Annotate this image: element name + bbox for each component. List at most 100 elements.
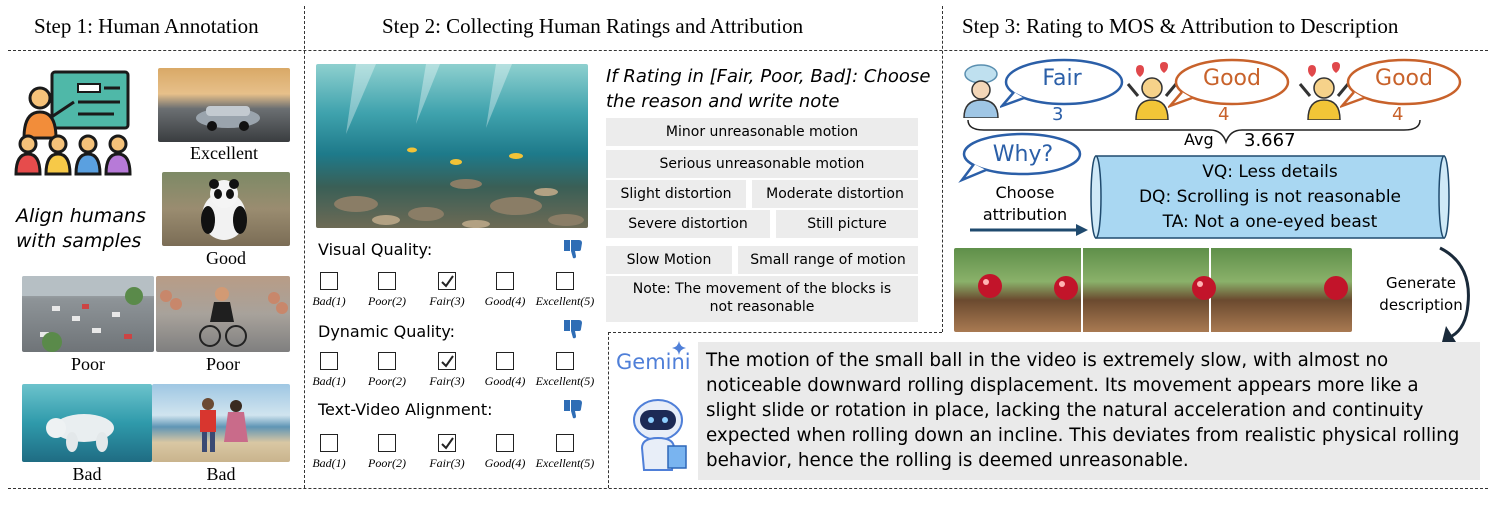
generate-line1: Generate bbox=[1385, 274, 1457, 292]
rating-option-label: Bad(1) bbox=[312, 456, 346, 470]
sample-image-cyclist bbox=[156, 276, 290, 352]
happy-person-icon bbox=[1296, 62, 1352, 124]
divider-step2-bottom bbox=[608, 332, 942, 333]
instruction-line2: the reason and write note bbox=[606, 91, 840, 112]
video-frame-underwater bbox=[316, 64, 588, 228]
sample-image-panda bbox=[162, 172, 290, 246]
thumbs-down-icon bbox=[562, 238, 584, 264]
sample-image-car bbox=[158, 68, 290, 142]
rating-option-label: Fair(3) bbox=[429, 456, 465, 470]
bottom-divider bbox=[8, 488, 1488, 489]
reason-serious-unreasonable-motion[interactable]: Serious unreasonable motion bbox=[606, 150, 918, 178]
note-line1: Note: The movement of the blocks is bbox=[632, 281, 892, 297]
top-divider bbox=[8, 50, 1488, 51]
sample-image-traffic bbox=[22, 276, 154, 352]
speech-bubble-fair bbox=[997, 56, 1126, 116]
curved-arrow-icon bbox=[1428, 244, 1476, 352]
rating-option-label: Good(4) bbox=[484, 374, 526, 388]
sparkle-icon bbox=[672, 340, 686, 359]
reason-minor-unreasonable-motion[interactable]: Minor unreasonable motion bbox=[606, 118, 918, 146]
rating-checkbox[interactable] bbox=[378, 272, 396, 290]
rating-checkbox[interactable] bbox=[556, 352, 574, 370]
choose-line1: Choose bbox=[995, 183, 1055, 202]
reason-moderate-distortion[interactable]: Moderate distortion bbox=[752, 180, 918, 208]
robot-icon bbox=[624, 390, 694, 480]
happy-person-icon bbox=[1124, 62, 1180, 124]
rating-checkbox[interactable] bbox=[496, 434, 514, 452]
reason-severe-distortion[interactable]: Severe distortion bbox=[606, 210, 770, 238]
rating-option-label: Poor(2) bbox=[368, 294, 406, 308]
avg-value: 3.667 bbox=[1244, 130, 1296, 151]
thumbs-down-icon bbox=[562, 398, 584, 424]
rating-option-label: Good(4) bbox=[484, 294, 526, 308]
rating-checkbox[interactable] bbox=[320, 272, 338, 290]
sample-image-polar-bear bbox=[22, 384, 152, 462]
generate-line2: description bbox=[1379, 296, 1463, 314]
thinking-person-icon bbox=[954, 62, 1008, 122]
reason-slight-distortion[interactable]: Slight distortion bbox=[606, 180, 746, 208]
rating-checkbox[interactable] bbox=[320, 352, 338, 370]
reason-slow-motion[interactable]: Slow Motion bbox=[606, 246, 732, 274]
rating-option-label: Excellent(5) bbox=[535, 456, 595, 470]
align-text-line2: with samples bbox=[16, 230, 142, 252]
caption-good: Good bbox=[206, 248, 246, 268]
rating-checkbox[interactable] bbox=[496, 272, 514, 290]
rating-checkbox-checked[interactable] bbox=[438, 434, 456, 452]
note-line2: not reasonable bbox=[709, 299, 815, 315]
reason-small-range-of-motion[interactable]: Small range of motion bbox=[738, 246, 918, 274]
rating-label-good-2: Good bbox=[1375, 66, 1433, 91]
rating-checkbox[interactable] bbox=[556, 434, 574, 452]
attribution-list: VQ: Less details DQ: Scrolling is not re… bbox=[1100, 160, 1440, 235]
score-2: 4 bbox=[1218, 104, 1230, 125]
rating-checkbox[interactable] bbox=[496, 352, 514, 370]
rating-checkbox[interactable] bbox=[320, 434, 338, 452]
step1-title: Step 1: Human Annotation bbox=[34, 14, 259, 38]
note-box[interactable]: Note: The movement of the blocks is not … bbox=[606, 276, 918, 322]
caption-excellent: Excellent bbox=[190, 143, 258, 163]
rating-checkbox-checked[interactable] bbox=[438, 352, 456, 370]
caption-bad-2: Bad bbox=[206, 464, 236, 484]
divider-step2-step3 bbox=[942, 6, 943, 332]
align-text: Align humans with samples bbox=[16, 204, 146, 254]
align-text-line1: Align humans bbox=[16, 205, 146, 227]
rating-option-label: Bad(1) bbox=[312, 294, 346, 308]
attribution-scroll bbox=[1090, 150, 1450, 248]
video-frames-ball bbox=[954, 248, 1352, 332]
rating-checkbox[interactable] bbox=[378, 352, 396, 370]
rating-checkbox[interactable] bbox=[378, 434, 396, 452]
rating-checkbox[interactable] bbox=[556, 272, 574, 290]
rating-label-fair: Fair bbox=[1042, 66, 1082, 91]
rating-option-label: Excellent(5) bbox=[535, 294, 595, 308]
dimension-label-text-video-alignment: Text-Video Alignment: bbox=[318, 400, 493, 419]
instruction-line1: If Rating in [Fair, Poor, Bad]: Choose bbox=[606, 66, 931, 87]
gemini-logo: Gemini bbox=[616, 350, 691, 374]
sample-image-beach-couple bbox=[152, 384, 290, 462]
rating-option-label: Fair(3) bbox=[429, 374, 465, 388]
caption-poor-1: Poor bbox=[70, 354, 105, 374]
attribution-vq: VQ: Less details bbox=[1202, 162, 1338, 182]
choose-line2: attribution bbox=[982, 205, 1068, 224]
dimension-label-visual-quality: Visual Quality: bbox=[318, 240, 433, 259]
reason-instruction: If Rating in [Fair, Poor, Bad]: Choose t… bbox=[606, 64, 930, 114]
step3-title: Step 3: Rating to MOS & Attribution to D… bbox=[962, 14, 1399, 38]
rating-checkbox-checked[interactable] bbox=[438, 272, 456, 290]
gemini-description-box: The motion of the small ball in the vide… bbox=[698, 342, 1480, 480]
why-label: Why? bbox=[992, 142, 1054, 167]
divider-gemini-left bbox=[608, 332, 609, 488]
avg-label: Avg bbox=[1184, 130, 1214, 149]
caption-poor-2: Poor bbox=[205, 354, 240, 374]
caption-bad-1: Bad bbox=[72, 464, 102, 484]
generate-description-text: Generate description bbox=[1366, 272, 1476, 316]
choose-attribution-text: Choose attribution bbox=[970, 182, 1080, 226]
gemini-description: The motion of the small ball in the vide… bbox=[706, 350, 1460, 471]
rating-option-label: Bad(1) bbox=[312, 374, 346, 388]
rating-option-label: Fair(3) bbox=[429, 294, 465, 308]
average-brace bbox=[964, 118, 1424, 152]
rating-label-good-1: Good bbox=[1203, 66, 1261, 91]
dimension-label-dynamic-quality: Dynamic Quality: bbox=[318, 322, 456, 341]
thumbs-down-icon bbox=[562, 318, 584, 344]
score-3: 4 bbox=[1392, 104, 1404, 125]
reason-still-picture[interactable]: Still picture bbox=[776, 210, 918, 238]
speech-bubble-good-1 bbox=[1165, 56, 1292, 116]
divider-step1-step2 bbox=[304, 6, 305, 488]
